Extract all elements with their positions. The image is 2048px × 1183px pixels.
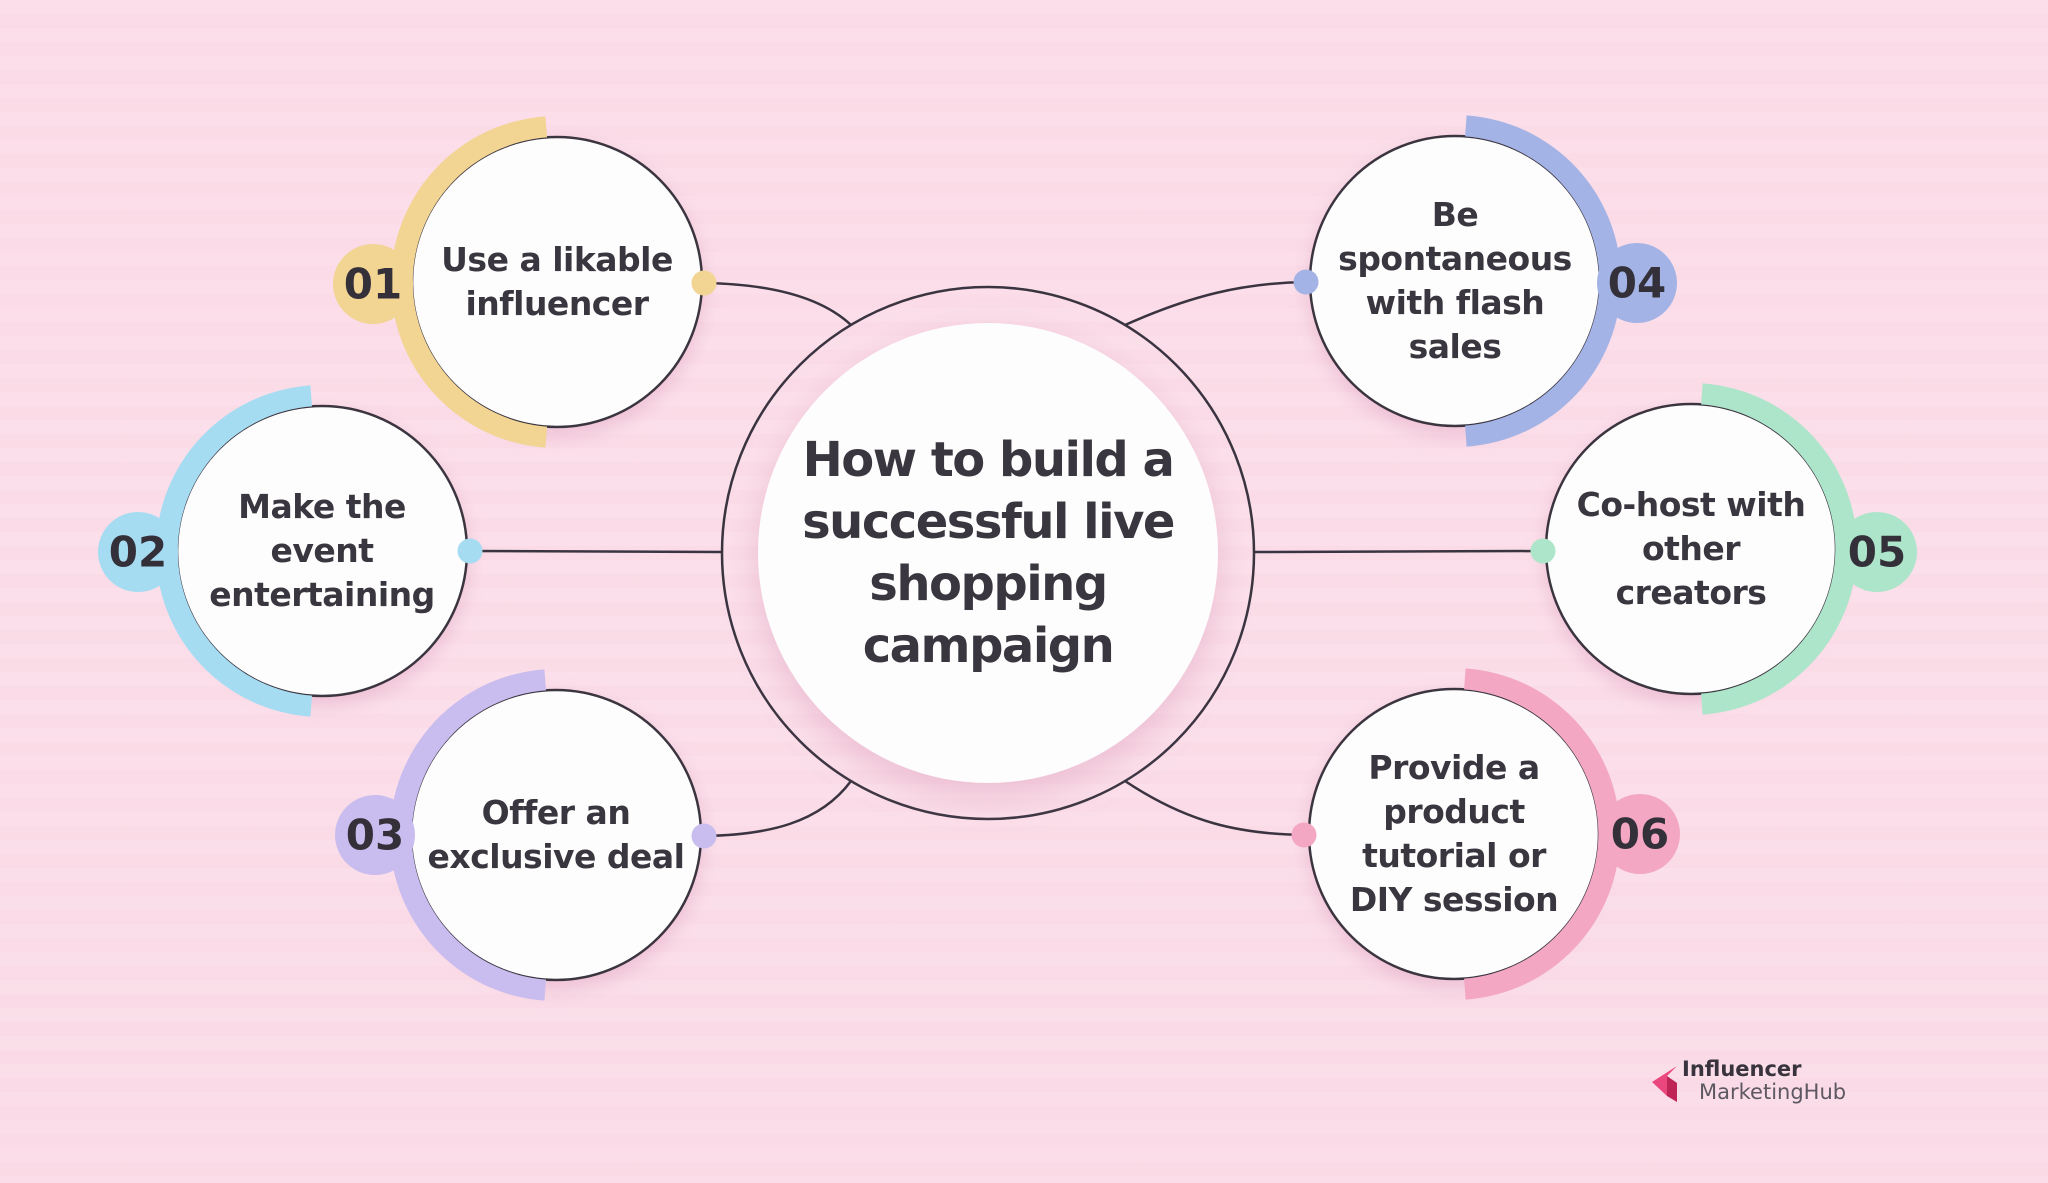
step-6-arc <box>1464 668 1621 1000</box>
connector-step-1 <box>703 281 852 326</box>
connector-step-5 <box>1253 549 1544 554</box>
step-4-badge <box>1597 243 1677 323</box>
connector-step-3 <box>703 780 853 838</box>
step-1-arc <box>390 116 547 448</box>
step-1-number: 01 <box>343 259 403 309</box>
step-1-label: Use a likable influencer <box>441 240 673 323</box>
brand-arrow-dark <box>1667 1076 1677 1102</box>
step-5-label: Co-host with other creators <box>1576 485 1806 612</box>
main-title: How to build a successful live shopping … <box>802 432 1175 674</box>
connector-step-4 <box>1124 280 1307 327</box>
step-1-dot <box>691 270 717 296</box>
step-5-badge <box>1837 512 1917 592</box>
brand-name-line1: Influencer <box>1682 1057 1802 1081</box>
step-6-dot <box>1291 822 1317 848</box>
step-5-number: 05 <box>1847 527 1907 577</box>
step-2-label: Make the event entertaining <box>209 487 435 614</box>
step-3-dot <box>691 823 717 849</box>
step-3-badge <box>335 795 415 875</box>
center-circle <box>758 323 1218 783</box>
brand-logo: Influencer MarketingHub <box>1652 1058 1846 1104</box>
step-4-number: 04 <box>1607 258 1667 308</box>
step-2-badge <box>98 512 178 592</box>
step-3-number: 03 <box>345 810 405 860</box>
step-2-arc <box>155 385 312 717</box>
step-2-number: 02 <box>108 527 168 577</box>
center-ring <box>720 285 1256 821</box>
connector-step-2 <box>469 549 723 554</box>
step-6-label: Provide a product tutorial or DIY sessio… <box>1349 748 1559 919</box>
connector-step-6 <box>1124 779 1305 837</box>
step-6-number: 06 <box>1610 809 1670 859</box>
brand-arrow-light <box>1652 1066 1677 1096</box>
step-1-badge <box>333 244 413 324</box>
step-3-label: Offer an exclusive deal <box>427 793 685 876</box>
step-6-badge <box>1600 794 1680 874</box>
step-4-label: Be spontaneous with flash sales <box>1338 195 1572 366</box>
brand-name-line2: MarketingHub <box>1699 1080 1847 1104</box>
brand-logo-text: Influencer MarketingHub <box>1682 1058 1846 1104</box>
step-3-arc <box>389 669 546 1001</box>
step-5-arc <box>1701 383 1858 715</box>
step-4-arc <box>1465 115 1622 447</box>
step-2-dot <box>457 538 483 564</box>
brand-arrow-icon <box>1652 1066 1677 1102</box>
step-5-dot <box>1530 538 1556 564</box>
step-4-dot <box>1293 269 1319 295</box>
